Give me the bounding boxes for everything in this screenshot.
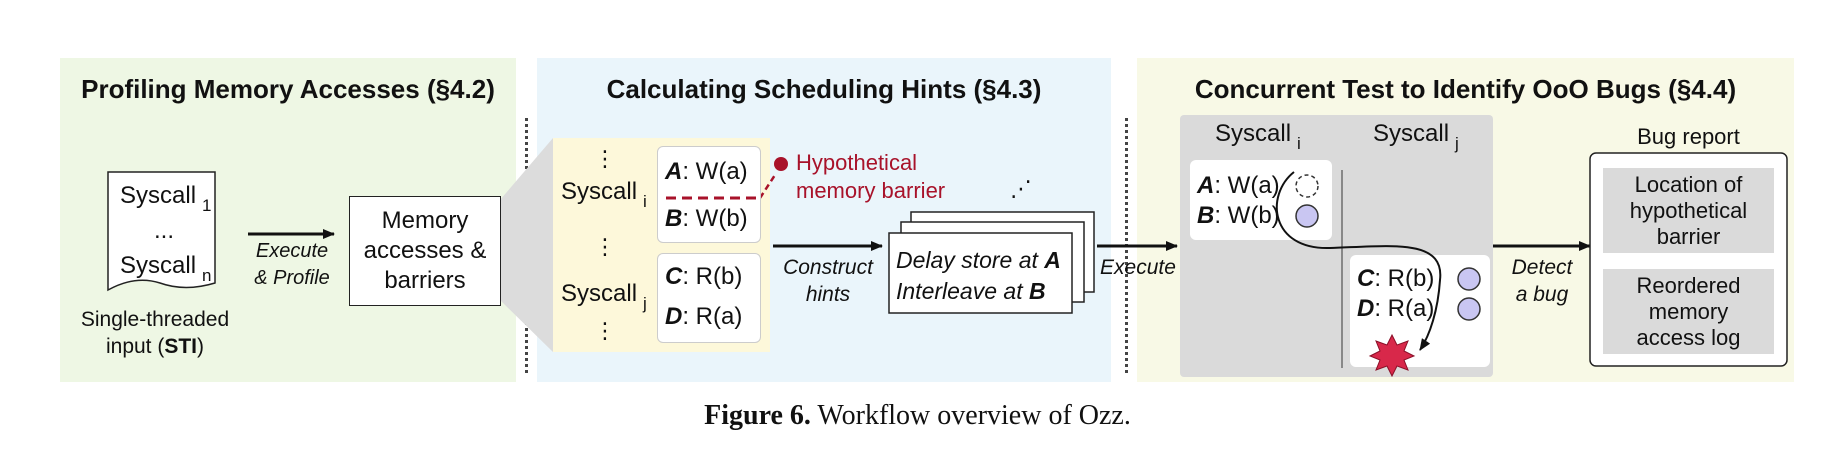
circle-c-icon [1457, 267, 1481, 291]
bug-report-item1-line1: Location of [1634, 172, 1743, 197]
test-op-b: B: W(b) [1197, 202, 1280, 229]
zoom-syscall-j-card [657, 253, 761, 343]
bug-explosion-icon [1368, 333, 1416, 378]
hint-card-front [888, 232, 1073, 314]
zoom-op-d: D: R(a) [665, 303, 743, 330]
bug-report-item-1-bg [1603, 168, 1774, 253]
memory-box-line2: accesses & [363, 237, 487, 264]
circle-d-icon [1457, 297, 1481, 321]
bug-report-item2-line1: Reordered [1636, 273, 1741, 298]
label-execute: Execute [255, 240, 329, 262]
zoom-vdots-3: ⋮ [594, 318, 616, 343]
panel-title-hints: Calculating Scheduling Hints (§4.3) [606, 74, 1042, 104]
zoom-op-a: A: W(a) [665, 158, 748, 185]
zoom-vdots-1: ⋮ [594, 146, 616, 171]
barrier-pin-line [758, 174, 777, 199]
bug-report-title: Bug report [1637, 124, 1740, 149]
execution-flow-curve [1275, 171, 1442, 351]
sti-ellipsis: ... [154, 217, 175, 244]
memory-box-line3: barriers [384, 267, 466, 294]
bug-report-item-2-bg [1603, 269, 1774, 354]
circle-b-icon [1295, 204, 1319, 228]
barrier-label-line2: memory barrier [796, 178, 946, 203]
barrier-label-line1: Hypothetical [796, 150, 918, 175]
sti-label-line2: input (STI) [105, 335, 205, 358]
zoom-op-b: B: W(b) [665, 205, 748, 232]
test-op-c: C: R(b) [1357, 265, 1435, 292]
panel-title-profiling: Profiling Memory Accesses (§4.2) [81, 74, 495, 104]
label-detect: Detect [1511, 256, 1573, 279]
barrier-pin-icon [774, 157, 788, 171]
hint-stack-dots: ⋰ [1010, 176, 1032, 201]
sti-document-shape [107, 171, 216, 292]
panel-title-concurrent: Concurrent Test to Identify OoO Bugs (§4… [1194, 74, 1737, 104]
dashed-circle-icon [1295, 174, 1319, 198]
zoom-syscall-i-card [657, 146, 761, 243]
zoom-vdots-2: ⋮ [594, 234, 616, 259]
test-syscall-j-card [1350, 255, 1490, 367]
bug-report-item1-line3: barrier [1656, 224, 1721, 249]
sti-label-line1: Single-threaded [80, 308, 230, 331]
figure-caption: Figure 6. Workflow overview of Ozz. [704, 400, 1131, 431]
label-a-bug: a bug [1515, 283, 1569, 306]
label-execute-test: Execute [1100, 256, 1176, 279]
bug-report-item1-line2: hypothetical [1629, 198, 1748, 223]
label-hints: hints [805, 283, 851, 306]
hint-delay-store: Delay store at A [896, 247, 1061, 273]
hint-interleave: Interleave at B [896, 278, 1046, 304]
zoom-op-c: C: R(b) [665, 263, 743, 290]
test-op-a: A: W(a) [1197, 172, 1280, 199]
memory-accesses-box [349, 196, 501, 306]
bug-report-item2-line2: memory [1648, 299, 1729, 324]
bug-report-item2-line3: access log [1636, 325, 1741, 350]
test-op-d: D: R(a) [1357, 295, 1435, 322]
zoom-trapezoid [500, 138, 553, 352]
memory-box-line1: Memory [381, 207, 469, 234]
label-construct: Construct [783, 256, 873, 279]
label-and-profile: & Profile [254, 267, 330, 289]
